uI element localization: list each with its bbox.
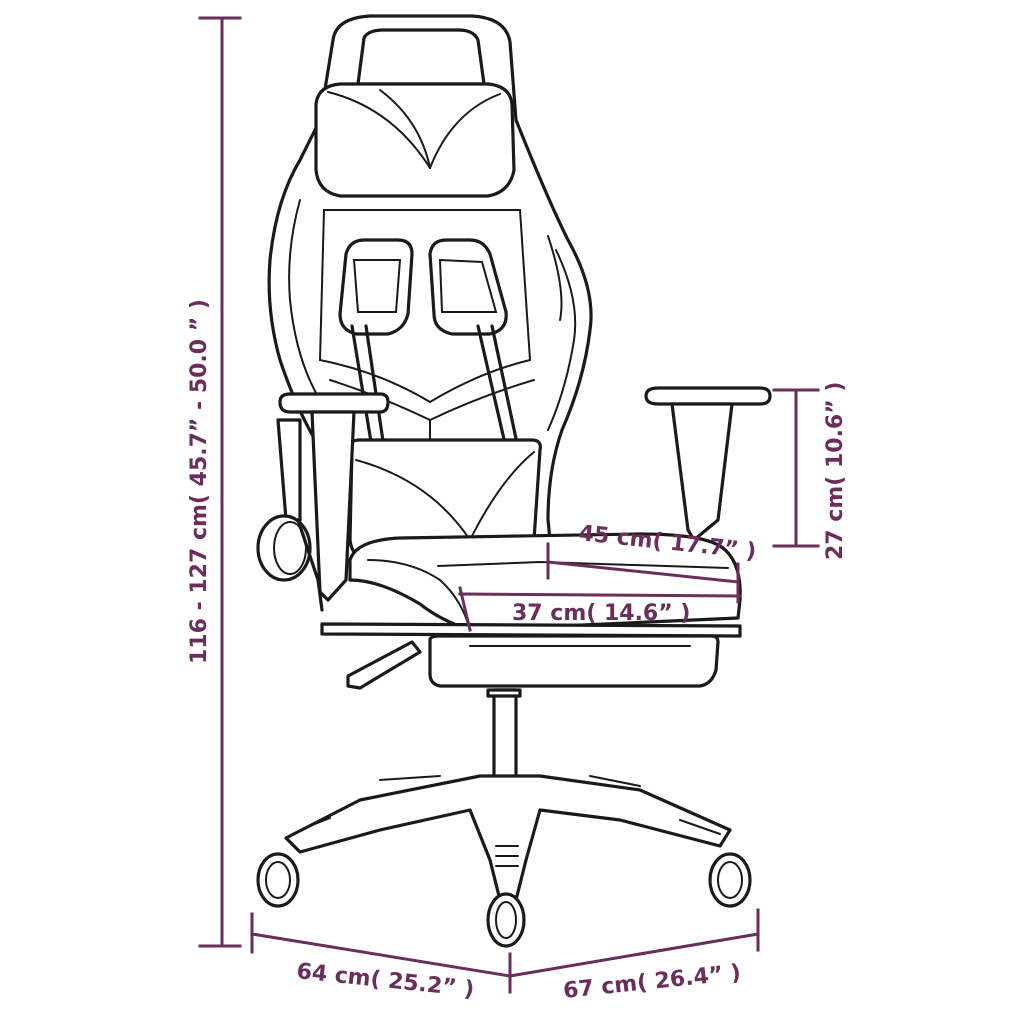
base-width-right-dimension-label: 67 cm( 26.4” ) bbox=[562, 960, 742, 1004]
height-dimension-label: 116 - 127 cm( 45.7” - 50.0 ” ) bbox=[187, 299, 212, 664]
dimension-lines bbox=[198, 16, 820, 994]
gaming-chair-illustration bbox=[256, 14, 772, 948]
armrest-height-dimension-label: 27 cm( 10.6” ) bbox=[823, 382, 848, 560]
seat-width-dimension-label: 37 cm( 14.6” ) bbox=[512, 601, 690, 626]
caster-wheels bbox=[256, 852, 752, 948]
